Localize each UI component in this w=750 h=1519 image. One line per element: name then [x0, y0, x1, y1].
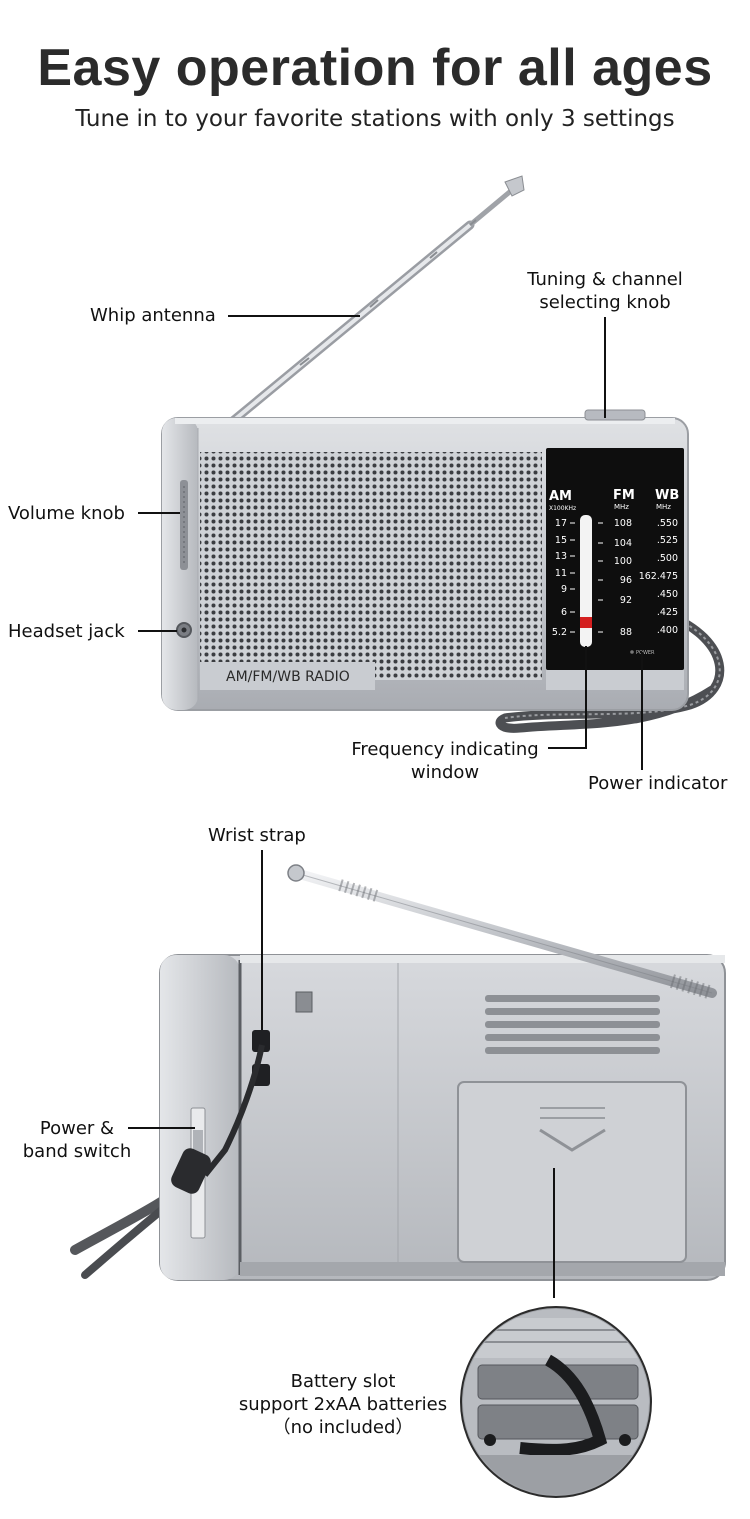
- label-power-band-line2: band switch: [22, 1141, 132, 1162]
- subheadline: Tune in to your favorite stations with o…: [75, 106, 675, 132]
- label-power-band-switch: Power & band switch: [14, 1117, 140, 1163]
- am-scale-label: 15: [555, 535, 567, 546]
- label-tuning-knob: Tuning & channel selecting knob: [505, 268, 705, 314]
- front-callout-lines: [138, 315, 643, 770]
- am-title: AM: [549, 489, 572, 504]
- label-tuning-line2: selecting knob: [539, 292, 671, 313]
- am-scale-label: 17: [555, 518, 567, 529]
- label-battery-line2: support 2xAA batteries: [238, 1394, 448, 1415]
- fm-scale-label: 104: [614, 538, 632, 549]
- power-indicator-led: [630, 650, 634, 654]
- fm-scale-label: 88: [620, 627, 632, 638]
- speaker-grill: [200, 452, 542, 662]
- am-scale: 17 15 13 11 9 6 5.2: [552, 518, 575, 638]
- volume-knob: [180, 480, 188, 570]
- label-wrist-strap: Wrist strap: [208, 825, 306, 846]
- wb-scale-label: .500: [657, 553, 678, 564]
- label-battery-line1: Battery slot: [290, 1371, 396, 1392]
- model-text: AM/FM/WB RADIO: [226, 669, 350, 685]
- battery-cover: [457, 1081, 687, 1263]
- label-battery-slot: Battery slot support 2xAA batteries （no …: [226, 1370, 460, 1439]
- back-radio: [70, 864, 726, 1281]
- am-scale-label: 5.2: [552, 627, 567, 638]
- strap-holder: [252, 1030, 270, 1052]
- wb-unit: MHz: [656, 503, 671, 511]
- frequency-pointer: [580, 617, 592, 628]
- fm-title: FM: [613, 488, 635, 503]
- label-frequency-line1: Frequency indicating: [351, 739, 539, 760]
- fm-scale-label: 96: [620, 575, 632, 586]
- back-vents: [485, 995, 660, 1054]
- tuning-knob: [584, 409, 646, 421]
- wb-scale: .550 .525 .500 162.475 .450 .425 .400: [639, 518, 678, 636]
- fm-scale-label: 92: [620, 595, 632, 606]
- label-power-band-line1: Power &: [39, 1118, 115, 1139]
- fm-unit: MHz: [614, 503, 629, 511]
- label-tuning-line1: Tuning & channel: [527, 269, 683, 290]
- back-antenna: [287, 864, 717, 1000]
- wb-title: WB: [655, 488, 679, 503]
- label-battery-line3: （no included）: [272, 1417, 414, 1438]
- label-frequency-line2: window: [410, 762, 480, 783]
- wb-scale-label: .525: [657, 535, 678, 546]
- headline: Easy operation for all ages: [37, 39, 713, 97]
- label-power-indicator: Power indicator: [588, 773, 728, 794]
- battery-slot-inset: [460, 1306, 652, 1498]
- power-text: POWER: [636, 650, 655, 656]
- fm-scale-label: 100: [614, 556, 632, 567]
- front-radio: AM/FM/WB RADIO AM X100KHz FM MHz WB MHz …: [161, 175, 725, 733]
- wb-scale-label: .450: [657, 589, 678, 600]
- am-scale-label: 11: [555, 568, 567, 579]
- fm-scale-label: 108: [614, 518, 632, 529]
- label-whip-antenna: Whip antenna: [90, 305, 216, 326]
- wb-scale-label: .400: [657, 625, 678, 636]
- am-scale-label: 9: [561, 584, 567, 595]
- back-callout-lines: [128, 850, 555, 1298]
- fm-scale: 108 104 100 96 92 88: [598, 518, 632, 638]
- label-headset-jack: Headset jack: [8, 621, 125, 642]
- label-frequency-window: Frequency indicating window: [340, 738, 550, 784]
- wb-scale-label: .425: [657, 607, 678, 618]
- am-scale-label: 13: [555, 551, 567, 562]
- am-scale-label: 6: [561, 607, 567, 618]
- wb-scale-label: 162.475: [639, 571, 678, 582]
- whip-antenna: [223, 175, 525, 430]
- frequency-window: [580, 515, 592, 647]
- wb-scale-label: .550: [657, 518, 678, 529]
- label-volume-knob: Volume knob: [8, 503, 125, 524]
- am-unit: X100KHz: [549, 505, 576, 512]
